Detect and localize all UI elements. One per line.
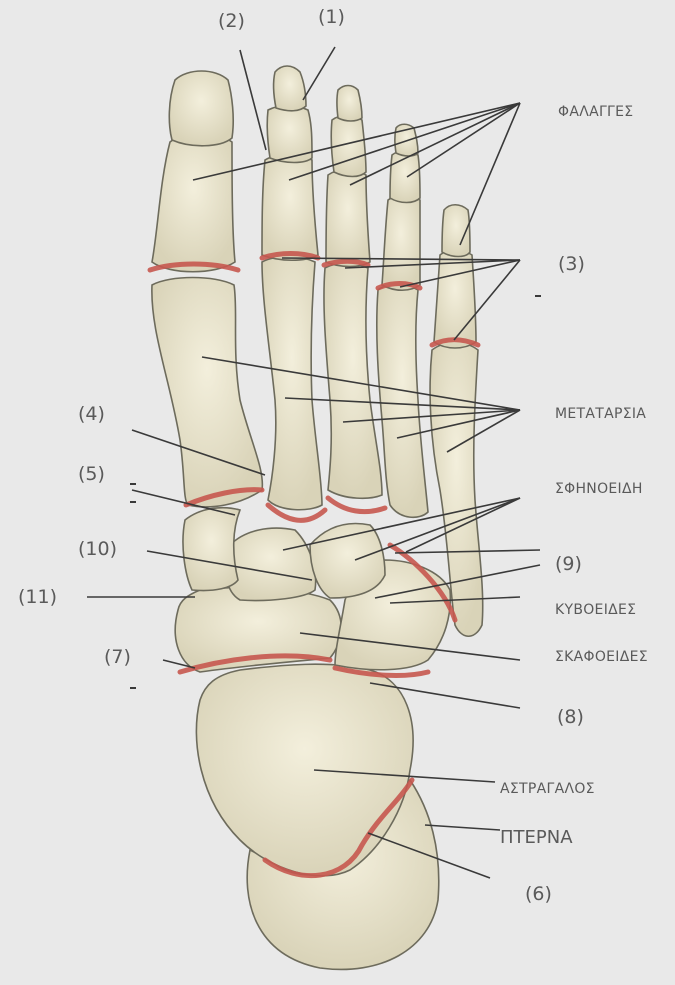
label-9: (9) <box>555 555 582 574</box>
leader-phalanx-c <box>350 103 520 185</box>
label-calcaneus: ΠΤΕΡΝΑ <box>500 829 573 847</box>
medial-cuneiform-bone <box>226 528 316 600</box>
joint-tmt-3 <box>328 498 385 512</box>
leader-phalanx-d <box>407 103 520 177</box>
label-talus: ΑΣΤΡΑΓΑΛΟΣ <box>500 782 595 796</box>
metatarsal-4-bone <box>377 284 428 517</box>
metatarsal-2-bone <box>262 257 322 510</box>
phalanx-2-proximal-bone <box>262 154 318 260</box>
intermediate-cuneiform-bone <box>310 524 385 598</box>
label-4: (4) <box>78 405 105 424</box>
leader-phalanx-e <box>460 103 520 245</box>
phalanx-2-distal-bone <box>273 66 306 111</box>
label-5: (5) <box>78 465 105 484</box>
phalanx-1-proximal-bone <box>152 133 235 272</box>
leader-1 <box>303 47 335 100</box>
leader-3-b <box>345 260 520 268</box>
label-6: (6) <box>525 885 552 904</box>
metatarsal-3-bone <box>324 264 382 499</box>
label-2: (2) <box>218 12 245 31</box>
label-8: (8) <box>557 708 584 727</box>
phalanx-1-distal-bone <box>169 71 233 146</box>
label-phalanges: ΦΑΛΑΓΓΕΣ <box>558 105 633 119</box>
lateral-cuneiform-bone <box>183 508 240 591</box>
phalanx-3-proximal-bone <box>326 170 370 267</box>
phalanx-3-distal-bone <box>337 86 362 122</box>
label-10: (10) <box>78 540 117 559</box>
label-cuboid: ΚΥΒΟΕΙΔΕΣ <box>555 603 636 617</box>
phalanx-5-proximal-bone <box>434 250 476 348</box>
label-navicular: ΣΚΑΦΟΕΙΔΕΣ <box>555 650 648 664</box>
metatarsal-1-bone <box>152 278 263 507</box>
leader-calcaneus <box>425 825 500 830</box>
label-3: (3) <box>558 255 585 274</box>
label-metatarsals: ΜΕΤΑΤΑΡΣΙΑ <box>555 407 646 421</box>
leader-2 <box>240 50 266 150</box>
phalanx-4-proximal-bone <box>382 196 420 291</box>
label-cuneiforms: ΣΦΗΝΟΕΙΔΗ <box>555 482 643 496</box>
label-1: (1) <box>318 8 345 27</box>
label-11: (11) <box>18 588 57 607</box>
label-7: (7) <box>104 648 131 667</box>
